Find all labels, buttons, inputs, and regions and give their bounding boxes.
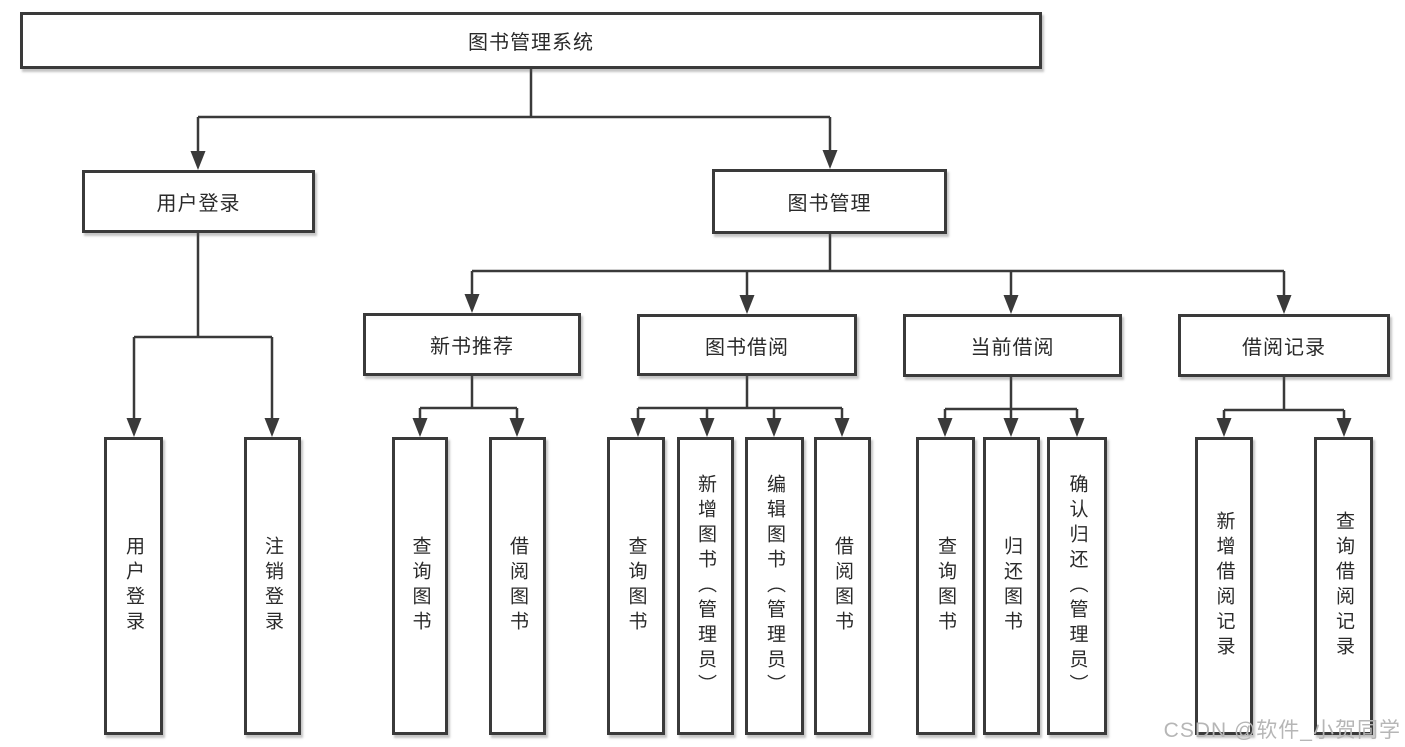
leaf-label: 编辑图书（管理员） — [764, 473, 785, 699]
leaf-query-books-current: 查询图书 — [916, 437, 975, 735]
leaf-label: 查询借阅记录 — [1333, 511, 1354, 661]
node-root-system: 图书管理系统 — [20, 12, 1042, 69]
node-current-borrowing: 当前借阅 — [903, 314, 1122, 377]
node-book-management: 图书管理 — [712, 169, 947, 234]
node-new-book-recommend: 新书推荐 — [363, 313, 581, 376]
leaf-label: 用户登录 — [123, 536, 144, 636]
leaf-query-books-recommend: 查询图书 — [392, 437, 448, 735]
leaf-label: 借阅图书 — [507, 536, 528, 636]
leaf-confirm-return-admin: 确认归还（管理员） — [1047, 437, 1107, 735]
leaf-query-books-borrowing: 查询图书 — [607, 437, 665, 735]
leaf-label: 查询图书 — [409, 536, 431, 636]
leaf-query-borrow-record: 查询借阅记录 — [1314, 437, 1373, 735]
leaf-label: 注销登录 — [262, 536, 283, 636]
leaf-label: 借阅图书 — [832, 536, 853, 636]
leaf-label: 查询图书 — [625, 536, 647, 636]
leaf-label: 新增借阅记录 — [1213, 511, 1235, 661]
leaf-edit-books-admin: 编辑图书（管理员） — [745, 437, 804, 735]
leaf-add-books-admin: 新增图书（管理员） — [677, 437, 734, 735]
leaf-borrow-books-recommend: 借阅图书 — [489, 437, 546, 735]
node-user-login: 用户登录 — [82, 170, 315, 233]
leaf-label: 新增图书（管理员） — [695, 473, 716, 699]
leaf-logout: 注销登录 — [244, 437, 301, 735]
leaf-label: 归还图书 — [1001, 536, 1022, 636]
node-borrowing-records: 借阅记录 — [1178, 314, 1390, 377]
leaf-add-borrow-record: 新增借阅记录 — [1195, 437, 1253, 735]
leaf-borrow-books: 借阅图书 — [814, 437, 871, 735]
leaf-label: 确认归还（管理员） — [1066, 473, 1088, 699]
node-book-borrowing: 图书借阅 — [637, 314, 857, 376]
leaf-return-books: 归还图书 — [983, 437, 1040, 735]
leaf-label: 查询图书 — [935, 536, 956, 636]
leaf-user-login: 用户登录 — [104, 437, 163, 735]
watermark: CSDN @软件_小贺同学 — [1163, 719, 1401, 742]
